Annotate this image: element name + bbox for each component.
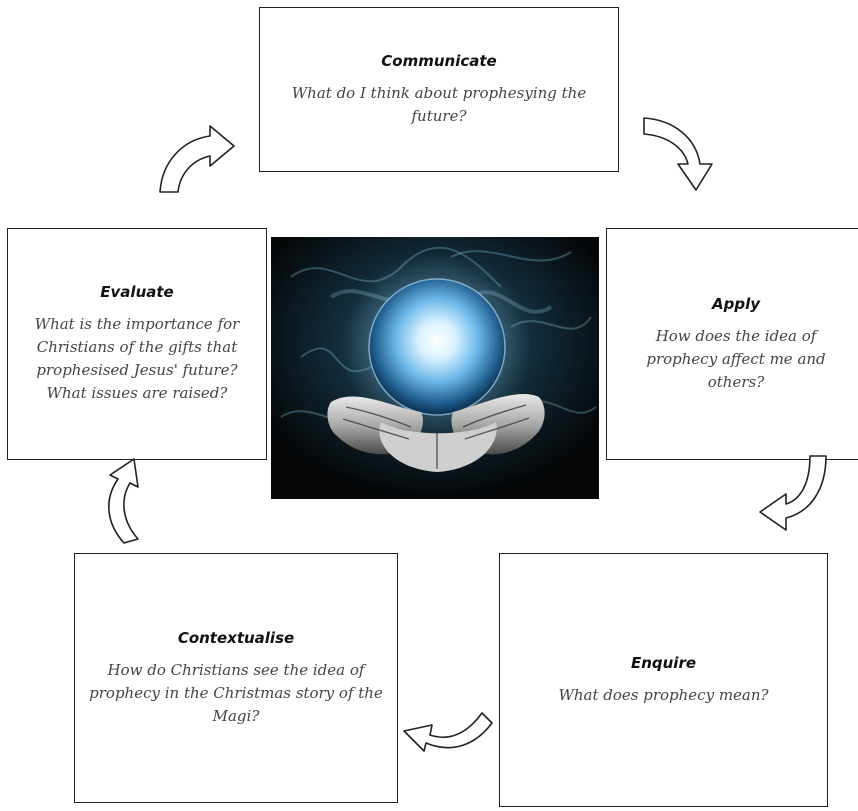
apply-box: Apply How does the idea of prophecy affe… [606,228,858,460]
curved-arrow-icon [159,125,235,193]
contextualise-title: Contextualise [177,628,295,647]
evaluate-box: Evaluate What is the importance for Chri… [7,228,267,460]
contextualise-question: How do Christians see the idea of prophe… [89,660,383,725]
crystal-ball-image [271,237,599,499]
apply-question: How does the idea of prophecy affect me … [646,326,826,391]
apply-title: Apply [711,294,760,313]
communicate-question: What do I think about prophesying the fu… [291,83,587,125]
contextualise-box: Contextualise How do Christians see the … [74,553,398,803]
curved-arrow-icon [759,455,827,531]
curved-arrow-icon [108,458,139,544]
communicate-box: Communicate What do I think about prophe… [259,7,619,172]
enquire-question: What does prophecy mean? [558,685,769,704]
enquire-title: Enquire [630,653,697,672]
curved-arrow-icon [643,117,713,191]
enquire-box: Enquire What does prophecy mean? [499,553,828,807]
curved-arrow-icon [403,712,493,752]
evaluate-title: Evaluate [100,283,174,301]
evaluate-question: What is the importance for Christians of… [34,315,240,402]
communicate-title: Communicate [381,51,497,70]
